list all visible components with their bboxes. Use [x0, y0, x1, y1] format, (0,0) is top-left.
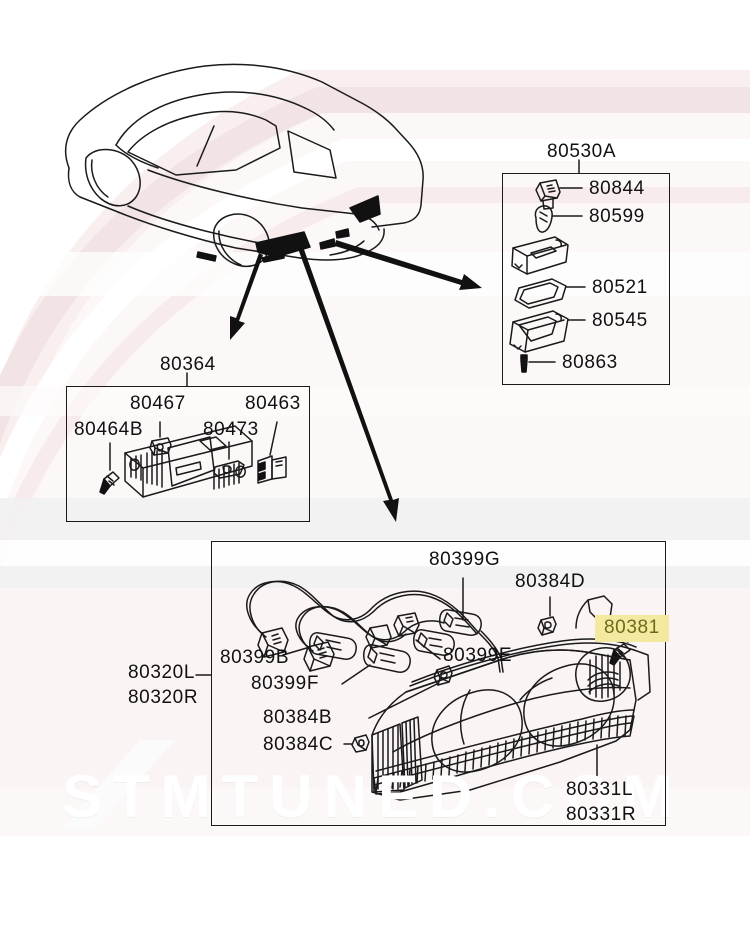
- label-80467: 80467: [130, 393, 186, 414]
- label-80381: 80381: [595, 615, 669, 642]
- label-80331L: 80331L: [566, 779, 634, 800]
- label-80331R: 80331R: [566, 804, 637, 825]
- group-box-80364: [66, 386, 310, 522]
- label-80464B: 80464B: [74, 419, 144, 440]
- dome-lamp-group-drawing: [509, 159, 586, 373]
- label-80463: 80463: [245, 393, 301, 414]
- label-80384C: 80384C: [263, 734, 334, 755]
- label-80320L: 80320L: [128, 662, 196, 683]
- group-box-80530A: [502, 173, 670, 385]
- label-80473: 80473: [203, 419, 259, 440]
- label-80545: 80545: [592, 310, 648, 331]
- label-80384B: 80384B: [263, 707, 333, 728]
- label-80599: 80599: [589, 206, 645, 227]
- label-80399E: 80399E: [443, 645, 513, 666]
- label-80530A: 80530A: [547, 141, 617, 162]
- leader-lines: [282, 577, 598, 782]
- vehicle-illustration: [64, 63, 424, 268]
- label-80384D: 80384D: [515, 571, 586, 592]
- label-80364: 80364: [160, 354, 216, 375]
- label-80844: 80844: [589, 178, 645, 199]
- label-80521: 80521: [592, 277, 648, 298]
- callout-arrows: [230, 240, 482, 522]
- label-80320R: 80320R: [128, 687, 199, 708]
- bulb-sockets: [257, 612, 420, 672]
- label-80399F: 80399F: [251, 673, 320, 694]
- side-marker-group-drawing: [99, 372, 287, 498]
- head-lamp-group-drawing: [195, 577, 651, 801]
- group-box-80320: [211, 541, 666, 826]
- label-80863: 80863: [562, 352, 618, 373]
- label-80399G: 80399G: [429, 549, 501, 570]
- label-80399B: 80399B: [220, 647, 290, 668]
